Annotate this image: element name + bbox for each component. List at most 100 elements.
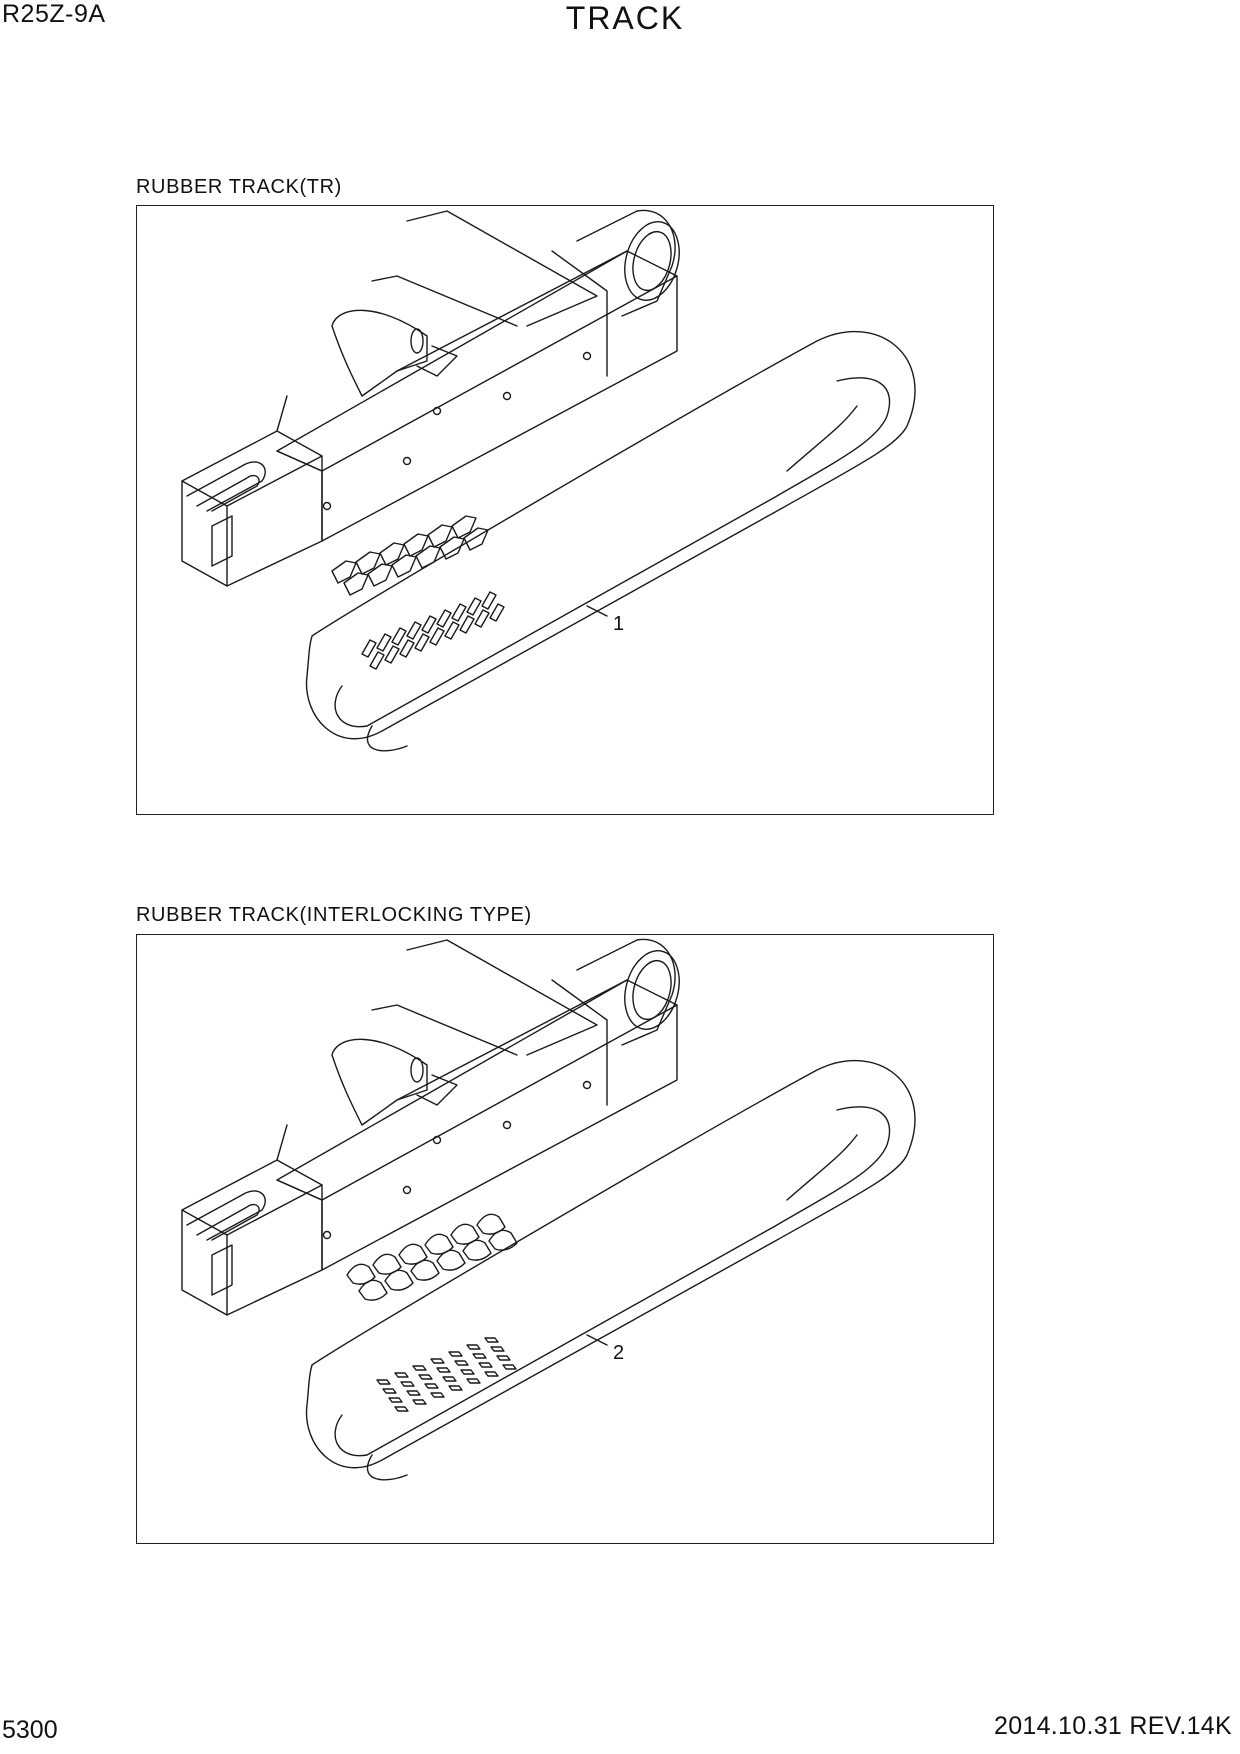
- callout-number: 1: [613, 613, 624, 635]
- ring-inner: [632, 959, 672, 1021]
- tread-block: [406, 1390, 421, 1396]
- ring-gusset: [551, 250, 608, 377]
- upper-plate: [406, 210, 598, 327]
- bolt-hole: [432, 1135, 442, 1145]
- bracket-hole: [410, 1057, 424, 1083]
- tread-lug: [451, 603, 467, 622]
- girder-side: [276, 979, 678, 1271]
- end-block: [181, 430, 323, 587]
- tread-lug: [361, 639, 377, 658]
- tread-lug: [369, 651, 385, 670]
- tread-block: [400, 1381, 415, 1387]
- tread-interlock: [462, 1239, 492, 1261]
- track-frame-drawing-2: 2: [181, 938, 916, 1481]
- ring-outer: [624, 221, 680, 301]
- tread-lug: [414, 633, 430, 652]
- callout-leader: [586, 1334, 608, 1346]
- track-frame-drawing-1: 1: [181, 209, 916, 752]
- tread-block: [394, 1406, 409, 1412]
- tread-interlock: [410, 1259, 440, 1281]
- tread-lug: [399, 639, 415, 658]
- tread-interlock: [358, 1279, 388, 1301]
- tread-lug: [474, 609, 490, 628]
- end-block: [181, 1159, 323, 1316]
- upper-plate: [406, 939, 598, 1056]
- callout-leader: [586, 605, 608, 617]
- tread-block: [484, 1371, 499, 1377]
- bracket-plate: [416, 345, 458, 377]
- tread-chevron: [415, 545, 441, 569]
- tread-interlock: [488, 1229, 518, 1251]
- tread-block: [466, 1344, 481, 1350]
- tread-block: [412, 1399, 427, 1405]
- track-frame-girder: [181, 209, 680, 587]
- track-outer-edge: [305, 1059, 916, 1469]
- tread-block: [448, 1385, 463, 1391]
- tread-interlock: [436, 1249, 466, 1271]
- tread-interlock: [398, 1243, 428, 1265]
- tread-chevron: [331, 560, 357, 584]
- figure-2-caption: RUBBER TRACK(INTERLOCKING TYPE): [136, 904, 532, 926]
- tread-interlock: [476, 1213, 506, 1235]
- girder-side: [276, 250, 678, 542]
- end-block-top: [226, 455, 323, 507]
- tread-lug: [444, 621, 460, 640]
- track-frame-girder: [181, 938, 680, 1316]
- tread-chevron: [403, 533, 429, 557]
- rubber-track-belt: [305, 1059, 916, 1481]
- tread-chevron: [427, 524, 453, 548]
- tread-block: [472, 1353, 487, 1359]
- side-bracket: [331, 1038, 428, 1126]
- tread-block: [478, 1362, 493, 1368]
- tread-block: [466, 1378, 481, 1384]
- end-block-top: [226, 1184, 323, 1236]
- tread-block: [430, 1358, 445, 1364]
- tread-block: [490, 1346, 505, 1352]
- tread-chevron: [451, 515, 477, 539]
- end-block-edge: [181, 480, 228, 587]
- end-post: [276, 395, 288, 432]
- track-outer-edge: [305, 330, 916, 740]
- rear-ring-housing: [576, 209, 676, 317]
- tread-block: [454, 1360, 469, 1366]
- tread-block: [388, 1397, 403, 1403]
- tread-lug: [406, 621, 422, 640]
- track-front-curve: [366, 725, 408, 752]
- figure-2-frame: 2: [136, 934, 994, 1544]
- tread-chevron: [379, 542, 405, 566]
- tread-block: [430, 1392, 445, 1398]
- track-tread-pattern: [346, 1213, 518, 1412]
- tread-interlock: [424, 1233, 454, 1255]
- tread-block: [496, 1355, 511, 1361]
- tread-block: [448, 1351, 463, 1357]
- tread-lug: [391, 627, 407, 646]
- tread-block: [418, 1374, 433, 1380]
- tread-block: [376, 1379, 391, 1385]
- tread-chevron: [463, 527, 489, 551]
- bracket-plate: [416, 1074, 458, 1106]
- tread-block: [442, 1376, 457, 1382]
- bolt-hole: [582, 1080, 592, 1090]
- tread-lug: [436, 609, 452, 628]
- end-post: [276, 1124, 288, 1161]
- tread-block: [394, 1372, 409, 1378]
- ring-outer: [624, 950, 680, 1030]
- tread-chevron: [367, 563, 393, 587]
- tread-interlock: [450, 1223, 480, 1245]
- tread-interlock: [384, 1269, 414, 1291]
- model-code: R25Z-9A: [2, 0, 106, 28]
- girder-top-rail: [396, 979, 628, 1101]
- revision-date: 2014.10.31 REV.14K: [993, 1712, 1232, 1740]
- end-rib: [211, 1244, 233, 1296]
- tread-lug: [421, 615, 437, 634]
- tread-lug: [459, 615, 475, 634]
- bolt-hole: [502, 1120, 512, 1130]
- end-loop-inner: [196, 474, 260, 512]
- bolt-hole: [402, 456, 412, 466]
- end-rib: [211, 515, 233, 567]
- tread-block: [502, 1364, 517, 1370]
- girder-top-edge: [276, 275, 678, 472]
- end-loop-inner: [196, 1203, 260, 1241]
- bolt-hole: [322, 501, 332, 511]
- ring-gusset: [551, 979, 608, 1106]
